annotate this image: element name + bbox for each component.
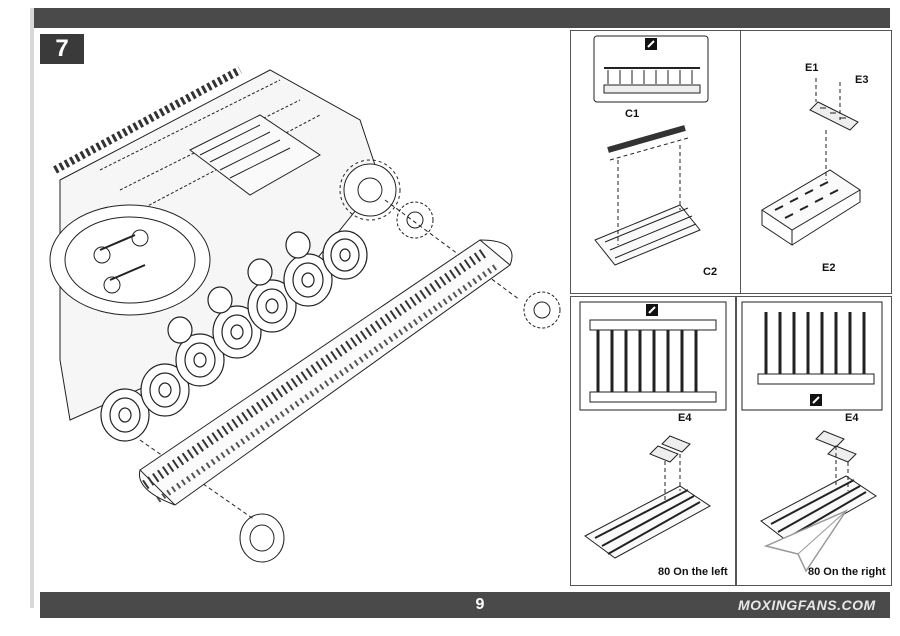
right-caption: 80 On the right bbox=[808, 566, 886, 578]
bottom-bar bbox=[40, 592, 890, 618]
left-track-illustration bbox=[579, 301, 727, 559]
step-number: 7 bbox=[40, 34, 84, 64]
tank-hull-illustration bbox=[49, 66, 561, 563]
label-e2: E2 bbox=[822, 262, 836, 274]
c-parts-illustration bbox=[593, 35, 709, 266]
e-parts-illustration bbox=[761, 78, 861, 246]
page-number: 9 bbox=[475, 596, 485, 613]
label-e4-right: E4 bbox=[845, 412, 859, 424]
label-c1: C1 bbox=[625, 108, 640, 120]
label-e4-left: E4 bbox=[678, 412, 692, 424]
panel-e-parts bbox=[740, 30, 892, 294]
cut-sprue-icon bbox=[810, 394, 822, 406]
label-c2: C2 bbox=[703, 266, 718, 278]
label-e1: E1 bbox=[805, 62, 819, 74]
page-edge bbox=[30, 8, 34, 608]
left-caption: 80 On the left bbox=[658, 566, 728, 578]
right-track-illustration bbox=[741, 301, 883, 573]
cut-sprue-icon bbox=[645, 38, 657, 50]
watermark: MOXINGFANS.COM bbox=[738, 597, 876, 613]
top-bar bbox=[34, 8, 890, 28]
label-e3: E3 bbox=[855, 74, 869, 86]
cut-sprue-icon bbox=[646, 304, 658, 316]
paper-plane-logo-icon bbox=[763, 509, 849, 573]
